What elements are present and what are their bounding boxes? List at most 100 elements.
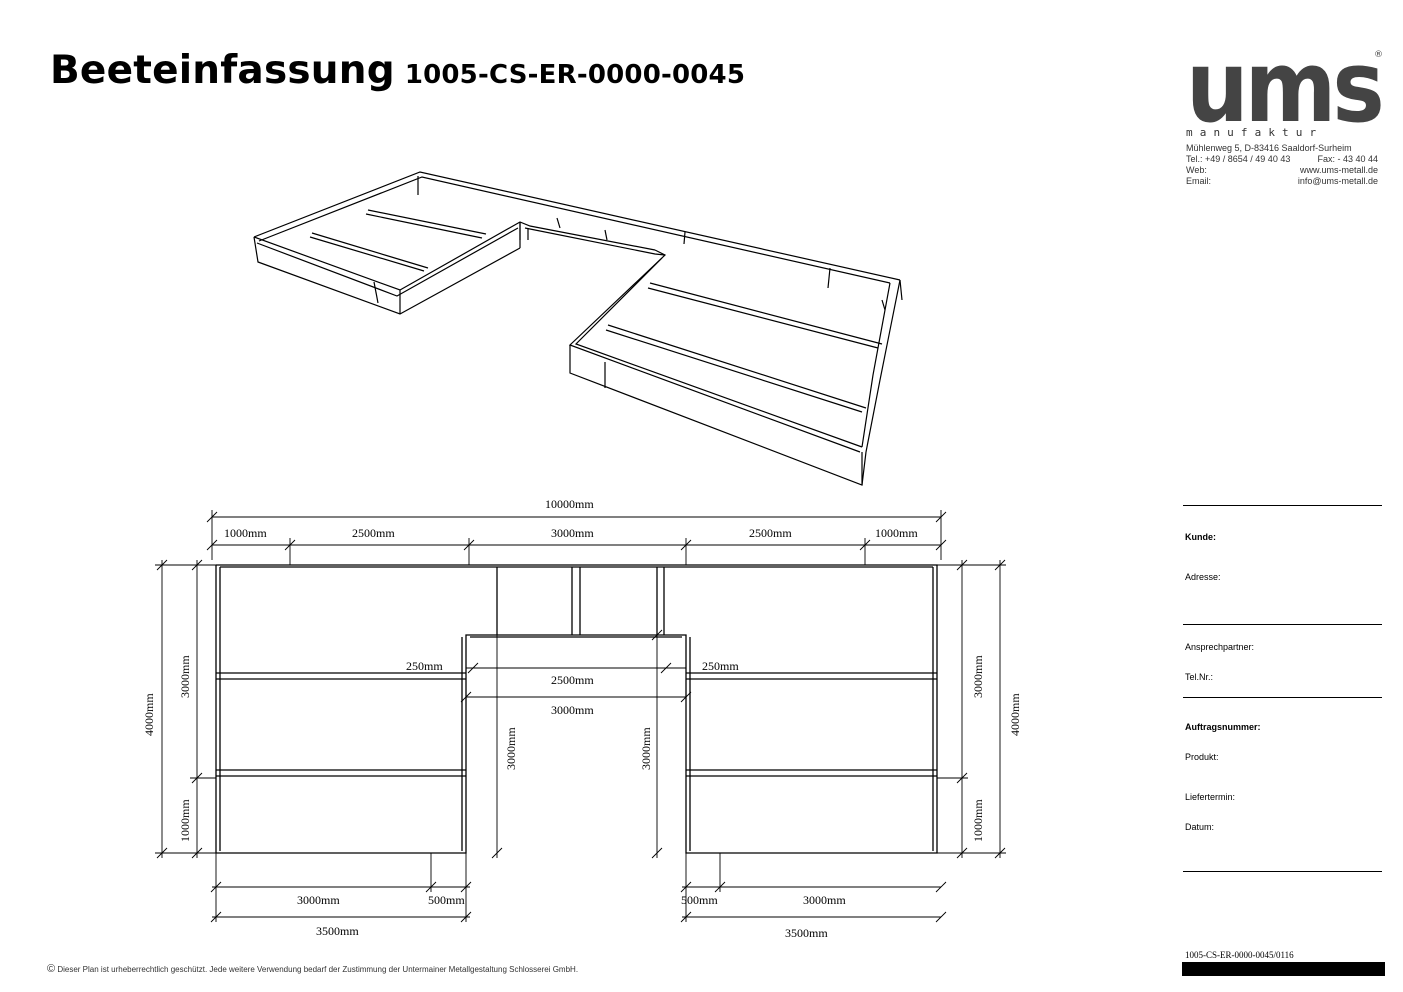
dim-tick (460, 691, 472, 703)
dim-tick (191, 559, 203, 571)
dim-tick (859, 539, 871, 551)
dim-tick (935, 881, 947, 893)
registered-mark: ® (1374, 50, 1383, 60)
iso-line (367, 209, 487, 235)
address-line: Web:www.ums-metall.de (1186, 165, 1378, 175)
iso-line (861, 282, 891, 448)
form-divider (1183, 697, 1382, 698)
dim-tick (994, 559, 1006, 571)
dim-tick (156, 559, 168, 571)
iso-line (556, 217, 561, 229)
iso-line (605, 329, 863, 413)
isometric-view (253, 171, 903, 486)
dim-label: 3000mm (971, 655, 985, 698)
label-auftragsnummer: Auftragsnummer: (1185, 722, 1261, 732)
iso-line (899, 279, 903, 301)
logo-subtitle: manufaktur (1186, 126, 1324, 139)
dim-tick (935, 539, 947, 551)
dimension-labels: 10000mm 1000mm 2500mm 3000mm 2500mm 1000… (142, 497, 1022, 940)
dim-label: 3000mm (551, 703, 594, 717)
label-datum: Datum: (1185, 822, 1215, 832)
iso-line (647, 287, 879, 349)
dim-tick (660, 662, 672, 674)
iso-line (524, 227, 666, 256)
iso-line (568, 249, 861, 453)
iso-line (881, 299, 886, 311)
dim-tick (491, 847, 503, 859)
dim-tick (210, 911, 222, 923)
dim-tick (191, 772, 203, 784)
label-produkt: Produkt: (1185, 752, 1219, 762)
iso-line (683, 231, 686, 245)
form-divider (1183, 624, 1382, 625)
iso-line (253, 236, 521, 315)
dim-tick (425, 881, 437, 893)
title-text: Beeteinfassung (50, 48, 395, 93)
iso-line (311, 232, 429, 269)
label-ansprechpartner: Ansprechpartner: (1185, 642, 1255, 652)
dim-label: 250mm (406, 659, 443, 673)
dim-tick (191, 847, 203, 859)
dim-tick (210, 881, 222, 893)
dim-tick (463, 539, 475, 551)
copyright-notice: © Dieser Plan ist urheberrechtlich gesch… (47, 963, 578, 975)
footer-bar (1182, 962, 1385, 976)
company-logo: ums (1186, 28, 1385, 145)
iso-line (649, 282, 883, 345)
iso-line (569, 345, 867, 486)
company-logo-block: ums ® manufaktur Mühlenweg 5, D-83416 Sa… (1186, 28, 1385, 187)
dim-label: 1000mm (971, 799, 985, 842)
dim-label: 1000mm (875, 526, 918, 540)
iso-line (256, 227, 519, 297)
dim-tick (935, 911, 947, 923)
dim-label: 3000mm (178, 655, 192, 698)
form-divider (1183, 505, 1382, 506)
dim-label: 2500mm (551, 673, 594, 687)
dim-label: 250mm (702, 659, 739, 673)
dim-label: 1000mm (224, 526, 267, 540)
dim-tick (651, 847, 663, 859)
dim-tick (956, 772, 968, 784)
dim-label: 3000mm (803, 893, 846, 907)
iso-line (309, 236, 425, 272)
dim-tick (680, 911, 692, 923)
iso-line (607, 324, 867, 409)
dim-label: 3000mm (639, 727, 653, 770)
title-code: 1005-CS-ER-0000-0045 (404, 60, 746, 90)
company-address: Mühlenweg 5, D-83416 Saaldorf-Surheim Te… (1186, 143, 1378, 187)
dim-label: 2500mm (352, 526, 395, 540)
dim-label: 2500mm (749, 526, 792, 540)
dim-label: 3000mm (297, 893, 340, 907)
address-line: Mühlenweg 5, D-83416 Saaldorf-Surheim (1186, 143, 1352, 153)
dim-tick (284, 539, 296, 551)
dim-label: 4000mm (142, 693, 156, 736)
dim-tick (651, 629, 663, 641)
form-divider (1183, 871, 1382, 872)
dim-tick (467, 662, 479, 674)
dim-label: 500mm (428, 893, 465, 907)
iso-line (253, 171, 901, 281)
dim-tick (460, 911, 472, 923)
dim-tick (680, 881, 692, 893)
dim-tick (994, 847, 1006, 859)
dim-tick (206, 539, 218, 551)
label-telnr: Tel.Nr.: (1185, 672, 1214, 682)
dim-label: 500mm (681, 893, 718, 907)
dim-tick (956, 847, 968, 859)
dim-tick (714, 881, 726, 893)
iso-line (365, 213, 483, 239)
dim-tick (956, 559, 968, 571)
label-liefertermin: Liefertermin: (1185, 792, 1236, 802)
dimension-lines (155, 510, 1006, 923)
dim-tick (156, 847, 168, 859)
dim-tick (680, 691, 692, 703)
dim-label: 4000mm (1008, 693, 1022, 736)
dim-tick (460, 881, 472, 893)
dim-label: 1000mm (178, 799, 192, 842)
iso-line (865, 279, 901, 453)
plan-view (215, 564, 938, 854)
address-line: Email:info@ums-metall.de (1186, 176, 1378, 186)
label-adresse: Adresse: (1185, 572, 1221, 582)
page-title: Beeteinfassung 1005-CS-ER-0000-0045 (50, 48, 745, 93)
